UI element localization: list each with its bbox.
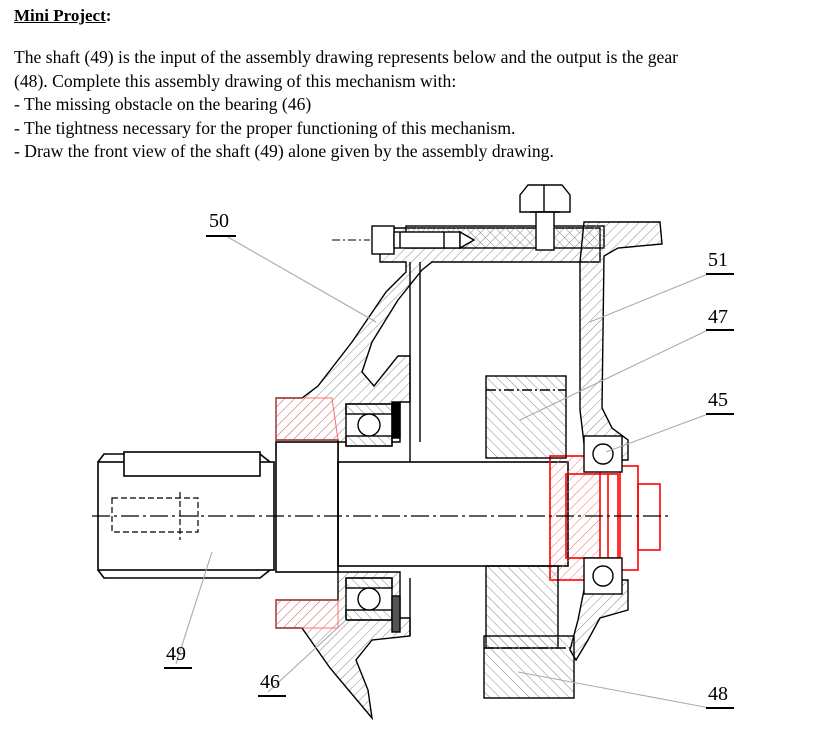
bolt-top	[519, 184, 571, 251]
shaft-part-49	[97, 441, 569, 579]
bearing-45-bottom	[583, 557, 623, 595]
housing-part-51	[569, 221, 663, 662]
callout-49: 49	[166, 643, 186, 665]
callout-47: 47	[708, 306, 728, 328]
assembly-drawing: 50 51 47 45 49 46 48	[92, 184, 734, 721]
construction-lines	[409, 262, 421, 636]
bearing-46-top	[345, 401, 401, 447]
gear-part-48	[483, 565, 575, 699]
instruction-item-1: - The missing obstacle on the bearing (4…	[14, 94, 312, 114]
cover-red-region	[275, 397, 339, 629]
title-text: Mini Project	[14, 6, 106, 25]
screw-left	[332, 225, 476, 255]
callout-48: 48	[708, 683, 728, 705]
callout-labels: 50 51 47 45 49 46 48	[164, 210, 734, 709]
intro-line-2: (48). Complete this assembly drawing of …	[14, 70, 457, 91]
instruction-item-3: - Draw the front view of the shaft (49) …	[14, 141, 554, 161]
leader-lines	[175, 235, 711, 709]
callout-50: 50	[209, 210, 229, 232]
intro-paragraph: The shaft (49) is the input of the assem…	[14, 46, 826, 164]
bearing-45-top	[583, 435, 623, 473]
title-colon: :	[105, 6, 112, 25]
page-title: Mini Project:	[14, 6, 111, 26]
callout-46: 46	[260, 671, 280, 693]
intro-line-1: The shaft (49) is the input of the assem…	[14, 47, 678, 67]
callout-45: 45	[708, 389, 728, 411]
bearing-46-bottom	[345, 577, 401, 633]
callout-51: 51	[708, 249, 728, 271]
instruction-item-2: - The tightness necessary for the proper…	[14, 117, 516, 138]
